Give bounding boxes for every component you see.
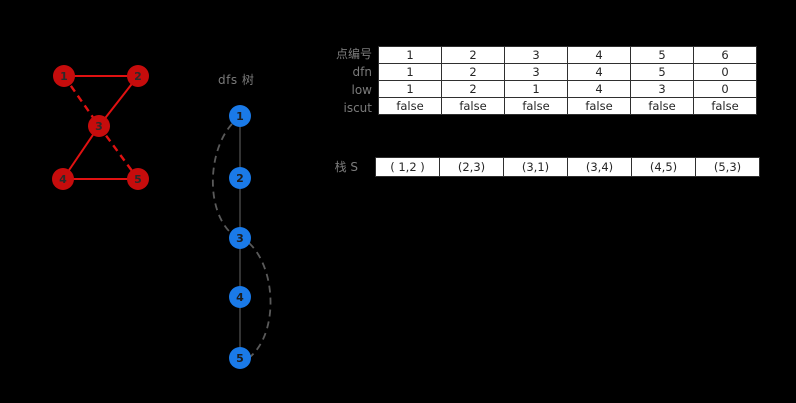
cell-vertex-1: 1 xyxy=(378,46,442,64)
tree-node-5-label: 5 xyxy=(236,351,244,365)
cell-dfn-5: 5 xyxy=(630,63,694,81)
tree-node-1[interactable]: 1 xyxy=(229,105,251,127)
cell-dfn-4: 4 xyxy=(567,63,631,81)
tree-back-edges xyxy=(211,123,272,358)
cell-low-2: 2 xyxy=(441,80,505,98)
stack-grid: ( 1,2 ) (2,3) (3,1) (3,4) (4,5) (5,3) xyxy=(375,157,760,177)
tree-node-4-label: 4 xyxy=(236,290,244,304)
row-label-dfn: dfn xyxy=(352,65,372,79)
graph-node-5[interactable]: 5 xyxy=(127,168,149,190)
cell-iscut-5: false xyxy=(630,97,694,115)
cell-vertex-6: 6 xyxy=(693,46,757,64)
graph-node-3-label: 3 xyxy=(95,119,103,133)
original-graph: 1 2 3 4 5 xyxy=(0,0,200,240)
graph-node-1-label: 1 xyxy=(60,69,68,83)
tree-edges-layer xyxy=(211,123,272,358)
cell-iscut-3: false xyxy=(504,97,568,115)
stack-row: ( 1,2 ) (2,3) (3,1) (3,4) (4,5) (5,3) xyxy=(375,157,760,177)
row-label-low: low xyxy=(351,83,373,97)
row-label-iscut: iscut xyxy=(343,101,373,115)
cell-iscut-1: false xyxy=(378,97,442,115)
cell-vertex-5: 5 xyxy=(630,46,694,64)
cell-low-3: 1 xyxy=(504,80,568,98)
stack-item-6: (5,3) xyxy=(695,157,760,177)
cell-low-5: 3 xyxy=(630,80,694,98)
cell-dfn-2: 2 xyxy=(441,63,505,81)
tree-node-2-label: 2 xyxy=(236,171,244,185)
cell-dfn-1: 1 xyxy=(378,63,442,81)
state-grid: 1 2 3 4 5 6 1 2 3 4 5 0 1 2 xyxy=(378,46,757,115)
stack-item-3: (3,1) xyxy=(503,157,568,177)
graph-node-4[interactable]: 4 xyxy=(52,168,74,190)
tree-node-5[interactable]: 5 xyxy=(229,347,251,369)
graph-node-4-label: 4 xyxy=(59,172,67,186)
tree-node-4[interactable]: 4 xyxy=(229,286,251,308)
tree-node-2[interactable]: 2 xyxy=(229,167,251,189)
table-row: false false false false false false xyxy=(378,97,757,115)
tree-node-1-label: 1 xyxy=(236,109,244,123)
row-label-vertex-id: 点编号 xyxy=(335,47,372,61)
cell-vertex-3: 3 xyxy=(504,46,568,64)
back-edge-1-3 xyxy=(211,123,233,235)
stack-item-2: (2,3) xyxy=(439,157,504,177)
graph-node-1[interactable]: 1 xyxy=(53,65,75,87)
stack-item-4: (3,4) xyxy=(567,157,632,177)
cell-vertex-4: 4 xyxy=(567,46,631,64)
back-edge-3-5 xyxy=(248,242,272,358)
graph-node-3[interactable]: 3 xyxy=(88,115,110,137)
stack-item-5: (4,5) xyxy=(631,157,696,177)
tree-node-3-label: 3 xyxy=(236,231,244,245)
cell-low-4: 4 xyxy=(567,80,631,98)
stack-item-1: ( 1,2 ) xyxy=(375,157,440,177)
cell-dfn-3: 3 xyxy=(504,63,568,81)
graph-node-2[interactable]: 2 xyxy=(127,65,149,87)
cell-vertex-2: 2 xyxy=(441,46,505,64)
table-row: 1 2 1 4 3 0 xyxy=(378,80,757,98)
graph-node-5-label: 5 xyxy=(134,172,142,186)
table-row-labels: 点编号 dfn low iscut xyxy=(300,45,372,117)
cell-iscut-6: false xyxy=(693,97,757,115)
dfs-tree-title: dfs 树 xyxy=(218,73,255,87)
table-row: 1 2 3 4 5 6 xyxy=(378,46,757,64)
cell-iscut-2: false xyxy=(441,97,505,115)
stack-label: 栈 S xyxy=(334,160,358,174)
cell-low-1: 1 xyxy=(378,80,442,98)
table-row: 1 2 3 4 5 0 xyxy=(378,63,757,81)
tree-node-3[interactable]: 3 xyxy=(229,227,251,249)
cell-dfn-6: 0 xyxy=(693,63,757,81)
cell-iscut-4: false xyxy=(567,97,631,115)
graph-node-2-label: 2 xyxy=(134,69,142,83)
cell-low-6: 0 xyxy=(693,80,757,98)
